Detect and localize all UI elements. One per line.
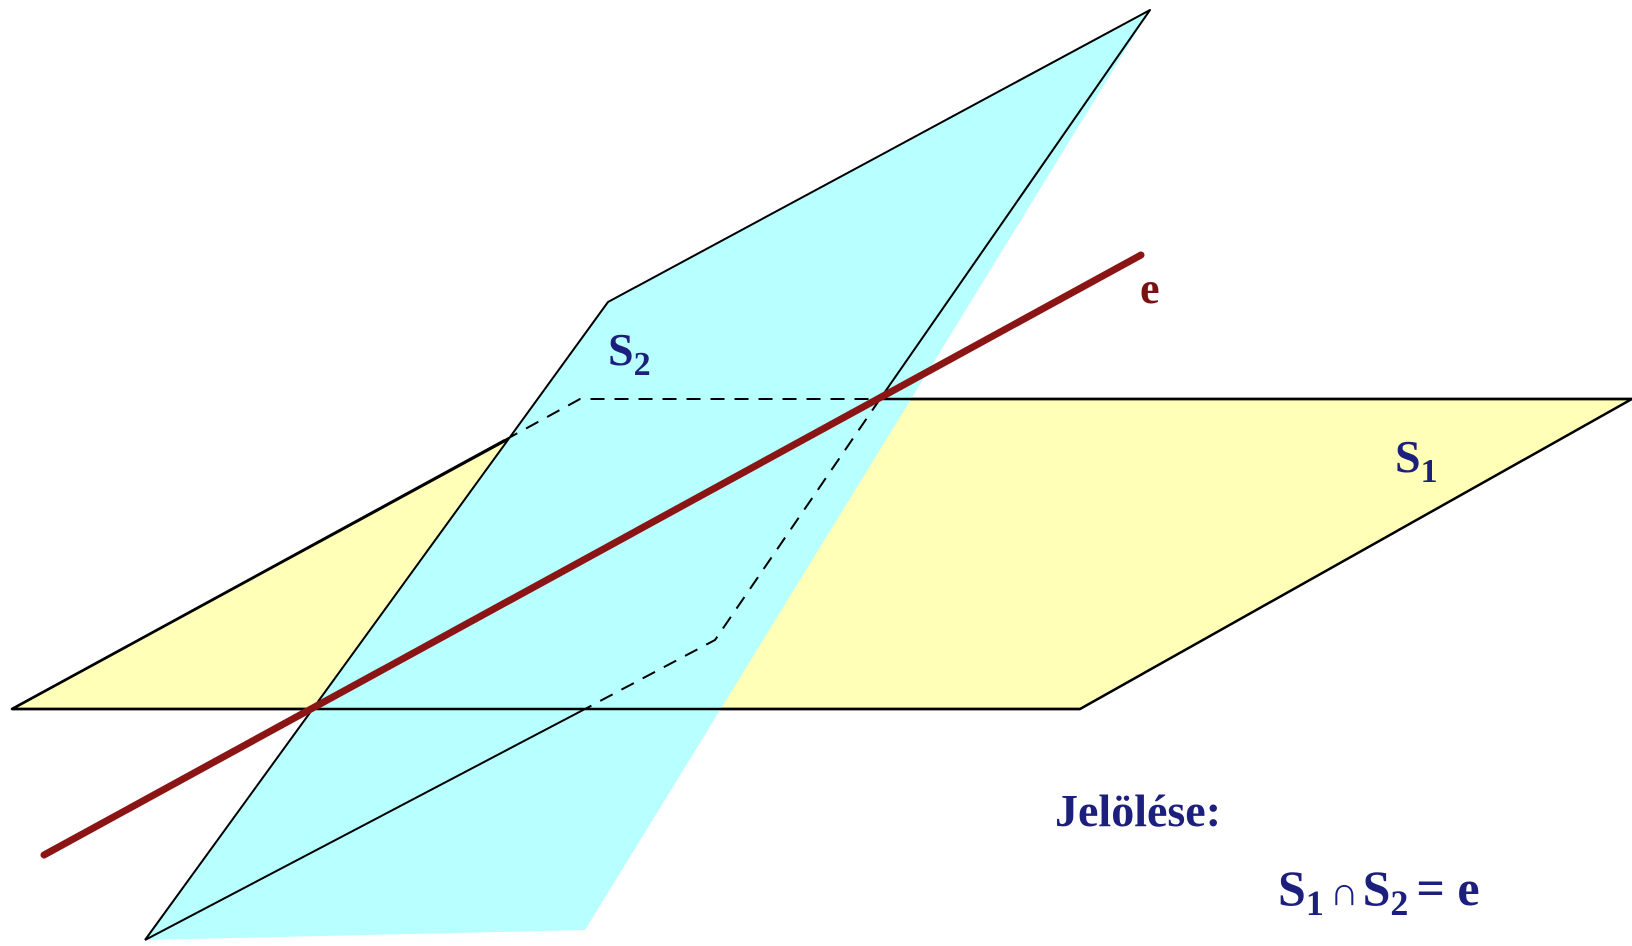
notation-formula: S1∩S2= e [1278, 860, 1480, 923]
plane-s2-outline-visible [144, 9, 1151, 941]
plane-s1-left-edge-visible [11, 438, 506, 711]
plane-s2-label: S2 [608, 324, 651, 383]
plane-s2-bottom-edge-visible [144, 708, 586, 941]
notation-heading: Jelölése: [1055, 785, 1221, 836]
hidden-edge-s2-dashed [584, 398, 881, 710]
line-e-label: e [1140, 264, 1160, 313]
plane-s1-label: S1 [1395, 431, 1438, 490]
hidden-edges-dashed [504, 398, 880, 441]
plane-s2 [145, 10, 1150, 940]
intersection-line-e [40, 251, 1145, 859]
